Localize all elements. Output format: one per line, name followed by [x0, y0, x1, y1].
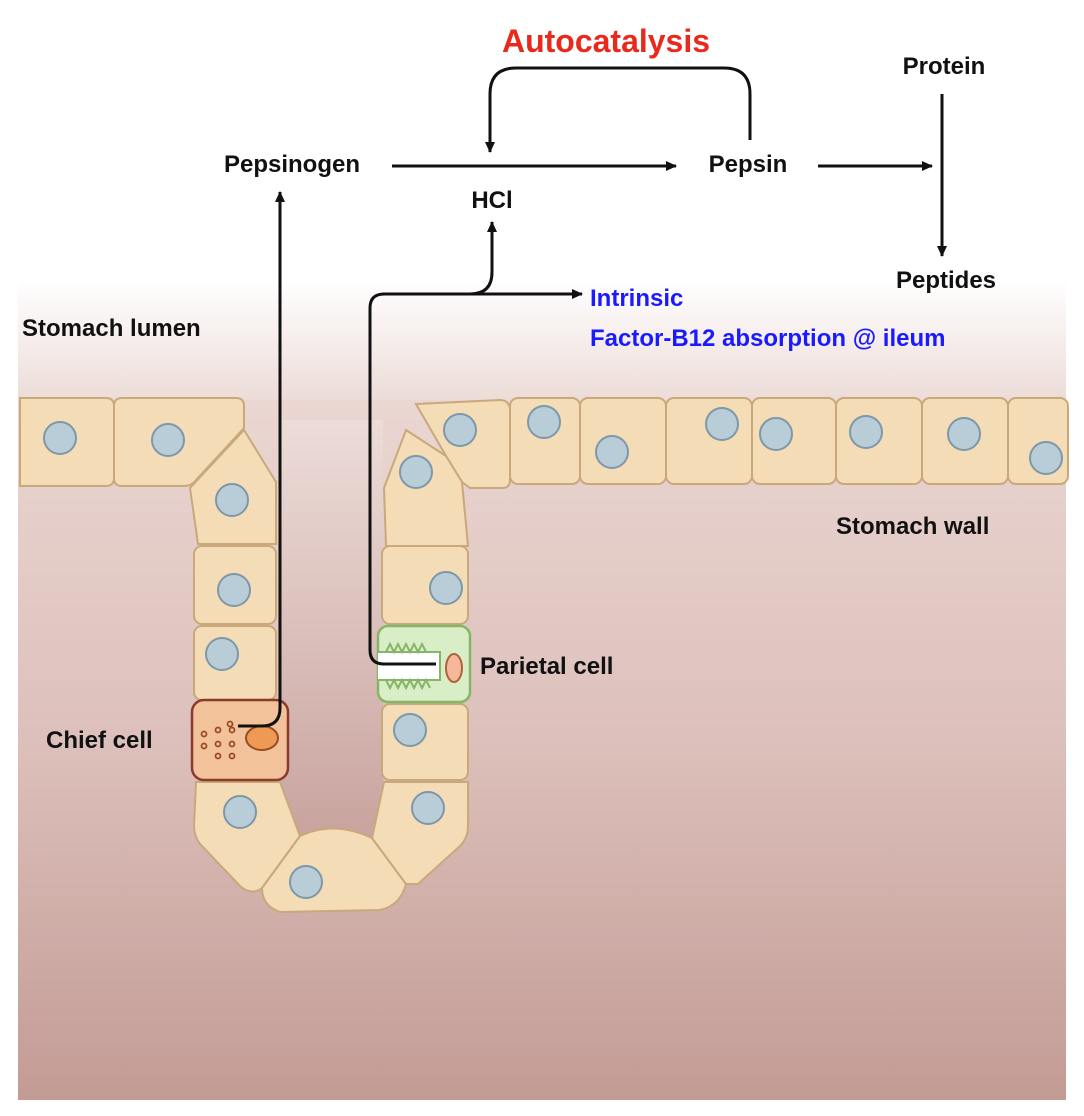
- intrinsic-factor-label-line1: Intrinsic: [590, 285, 683, 312]
- microvilli: [385, 641, 431, 691]
- chief-to-pepsinogen-arrow: [238, 191, 285, 728]
- nucleus: [217, 573, 251, 607]
- nucleus: [595, 435, 629, 469]
- epithelial-cell: [382, 428, 470, 547]
- autocatalysis-loop-arrow: [485, 66, 752, 153]
- nucleus: [429, 571, 463, 605]
- stomach-wall-label: Stomach wall: [836, 513, 989, 540]
- arrows: [238, 66, 947, 728]
- nucleus: [399, 455, 433, 489]
- stomach-lumen-label: Stomach lumen: [22, 315, 201, 342]
- intrinsic-factor-label-line2: Factor-B12 absorption @ ileum: [590, 325, 945, 352]
- nucleus: [289, 865, 323, 899]
- nucleus: [759, 417, 793, 451]
- nucleus: [215, 483, 249, 517]
- chief-cell-nucleus: [245, 725, 279, 751]
- nuclei: [43, 405, 1063, 899]
- nucleus: [43, 421, 77, 455]
- autocatalysis-label: Autocatalysis: [502, 23, 710, 59]
- gastric-pit-lumen: [278, 420, 383, 840]
- lumen-background: [18, 280, 1066, 400]
- nucleus: [705, 407, 739, 441]
- nucleus: [443, 413, 477, 447]
- hcl-label: HCl: [471, 187, 512, 214]
- peptides-label: Peptides: [896, 267, 996, 294]
- protein-label: Protein: [903, 53, 986, 80]
- nucleus: [151, 423, 185, 457]
- chief-cell: [190, 698, 290, 782]
- nucleus: [947, 417, 981, 451]
- pepsinogen-label: Pepsinogen: [224, 151, 360, 178]
- nucleus: [527, 405, 561, 439]
- nucleus: [205, 637, 239, 671]
- pit-cell: [381, 703, 469, 781]
- nucleus: [393, 713, 427, 747]
- parietal-cell-label: Parietal cell: [480, 653, 613, 680]
- nucleus: [411, 791, 445, 825]
- canaliculus: [378, 651, 441, 681]
- parietal-cell-nucleus: [445, 653, 463, 683]
- nucleus: [849, 415, 883, 449]
- zymogen-granules: [200, 720, 236, 760]
- pepsin-label: Pepsin: [709, 151, 788, 178]
- epithelial-cell: [665, 397, 753, 485]
- nucleus: [1029, 441, 1063, 475]
- nucleus: [223, 795, 257, 829]
- chief-cell-label: Chief cell: [46, 727, 153, 754]
- parietal-to-hcl-arrow: [368, 221, 497, 666]
- stomach-wall-background: [18, 400, 1066, 1100]
